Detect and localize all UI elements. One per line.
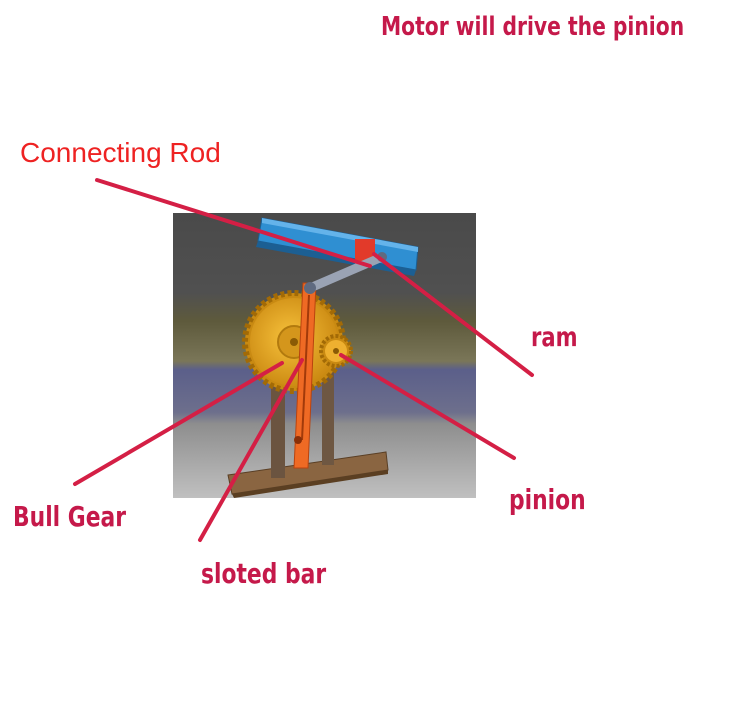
ram-slider (355, 239, 375, 263)
sloted-bar-label: sloted bar (201, 557, 327, 590)
bull-gear-label: Bull Gear (13, 500, 127, 533)
pinion-label: pinion (509, 483, 586, 516)
ram-label: ram (531, 322, 578, 353)
left-post (271, 360, 285, 478)
leader-line-sloted-bar (198, 358, 304, 542)
title-label: Motor will drive the pinion (381, 12, 685, 42)
connecting-rod-label: Connecting Rod (20, 137, 221, 168)
leader-line-connecting-rod (95, 178, 372, 268)
leader-lines (73, 178, 534, 542)
leader-line-bull-gear (73, 361, 284, 486)
connecting-rod (304, 252, 387, 294)
pinion-gear (319, 334, 353, 368)
leader-line-ram (372, 252, 534, 377)
leader-line-pinion (339, 353, 516, 460)
